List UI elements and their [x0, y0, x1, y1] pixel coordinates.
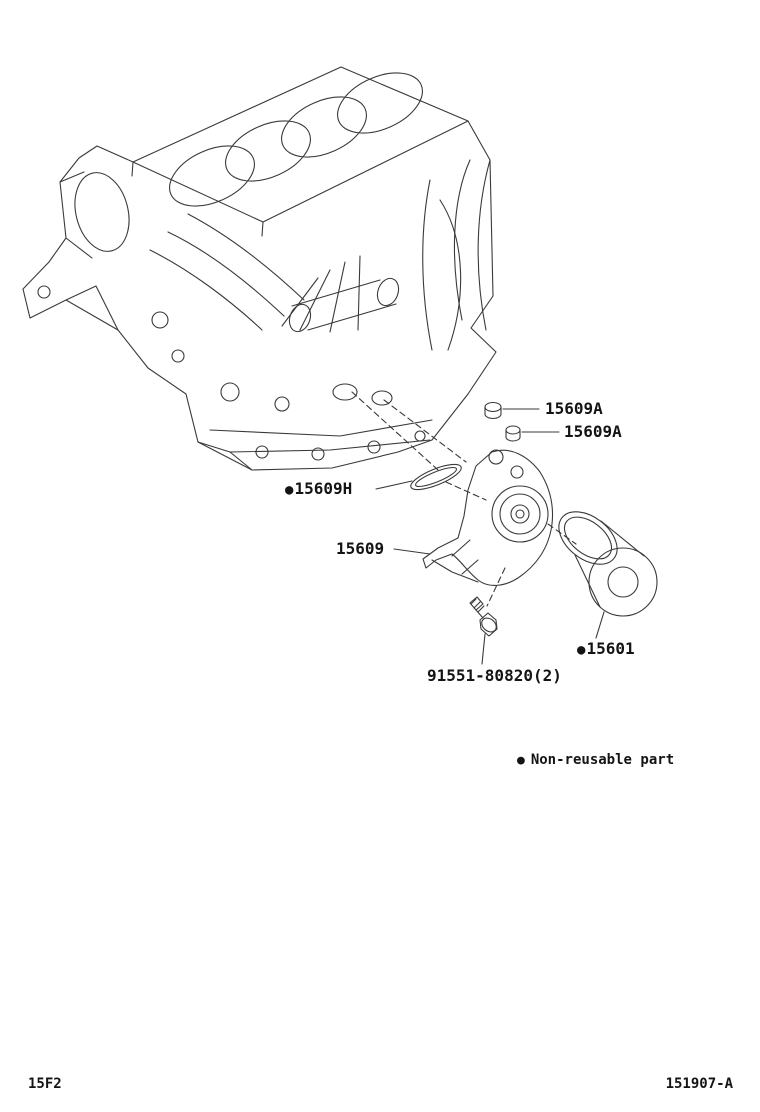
bolt-drawing	[469, 596, 498, 637]
cylinder-bore	[281, 96, 367, 158]
leader-bracket	[393, 548, 431, 555]
cylinder-bore	[169, 145, 255, 207]
callout-91551-80820: 91551-80820(2)	[427, 667, 562, 685]
engine-block-drawing	[22, 66, 497, 471]
part-number: 91551-80820(2)	[427, 666, 562, 685]
non-reusable-bullet-icon: ●	[517, 753, 525, 768]
leader-lines	[375, 408, 605, 665]
legend-text: Non-reusable part	[530, 752, 675, 768]
part-number: 15609H	[294, 479, 353, 498]
figure-code-text: 15F2	[28, 1076, 62, 1092]
callout-15609a-lower: 15609A	[564, 423, 622, 441]
oil-filter-bracket-drawing	[422, 449, 554, 586]
leader-gasket	[375, 480, 413, 490]
part-number: 15601	[586, 639, 635, 658]
cylinder-bore	[225, 120, 311, 182]
drawing-number-text: 151907-A	[665, 1076, 733, 1092]
figure-code: 15F2	[28, 1076, 62, 1092]
callout-15609a-upper: 15609A	[545, 400, 603, 418]
callout-15609h: ●15609H	[285, 480, 352, 499]
oil-filter-drawing	[558, 511, 658, 617]
non-reusable-bullet-icon: ●	[285, 482, 294, 498]
non-reusable-bullet-icon: ●	[577, 642, 586, 658]
part-number: 15609A	[545, 399, 603, 418]
leader-bolt	[481, 633, 486, 665]
part-number: 15609A	[564, 422, 622, 441]
cylinder-bore	[337, 72, 423, 134]
plug-lower-drawing	[505, 425, 521, 442]
callout-15609: 15609	[336, 540, 384, 558]
plug-upper-drawing	[484, 401, 502, 420]
part-number: 15609	[336, 539, 385, 558]
assembly-dashed-lines	[351, 391, 577, 607]
gasket-drawing	[410, 463, 462, 491]
drawing-number: 151907-A	[666, 1076, 733, 1092]
non-reusable-legend: ● Non-reusable part	[517, 752, 674, 768]
callout-15601: ●15601	[577, 640, 635, 659]
leader-filter	[595, 611, 605, 639]
